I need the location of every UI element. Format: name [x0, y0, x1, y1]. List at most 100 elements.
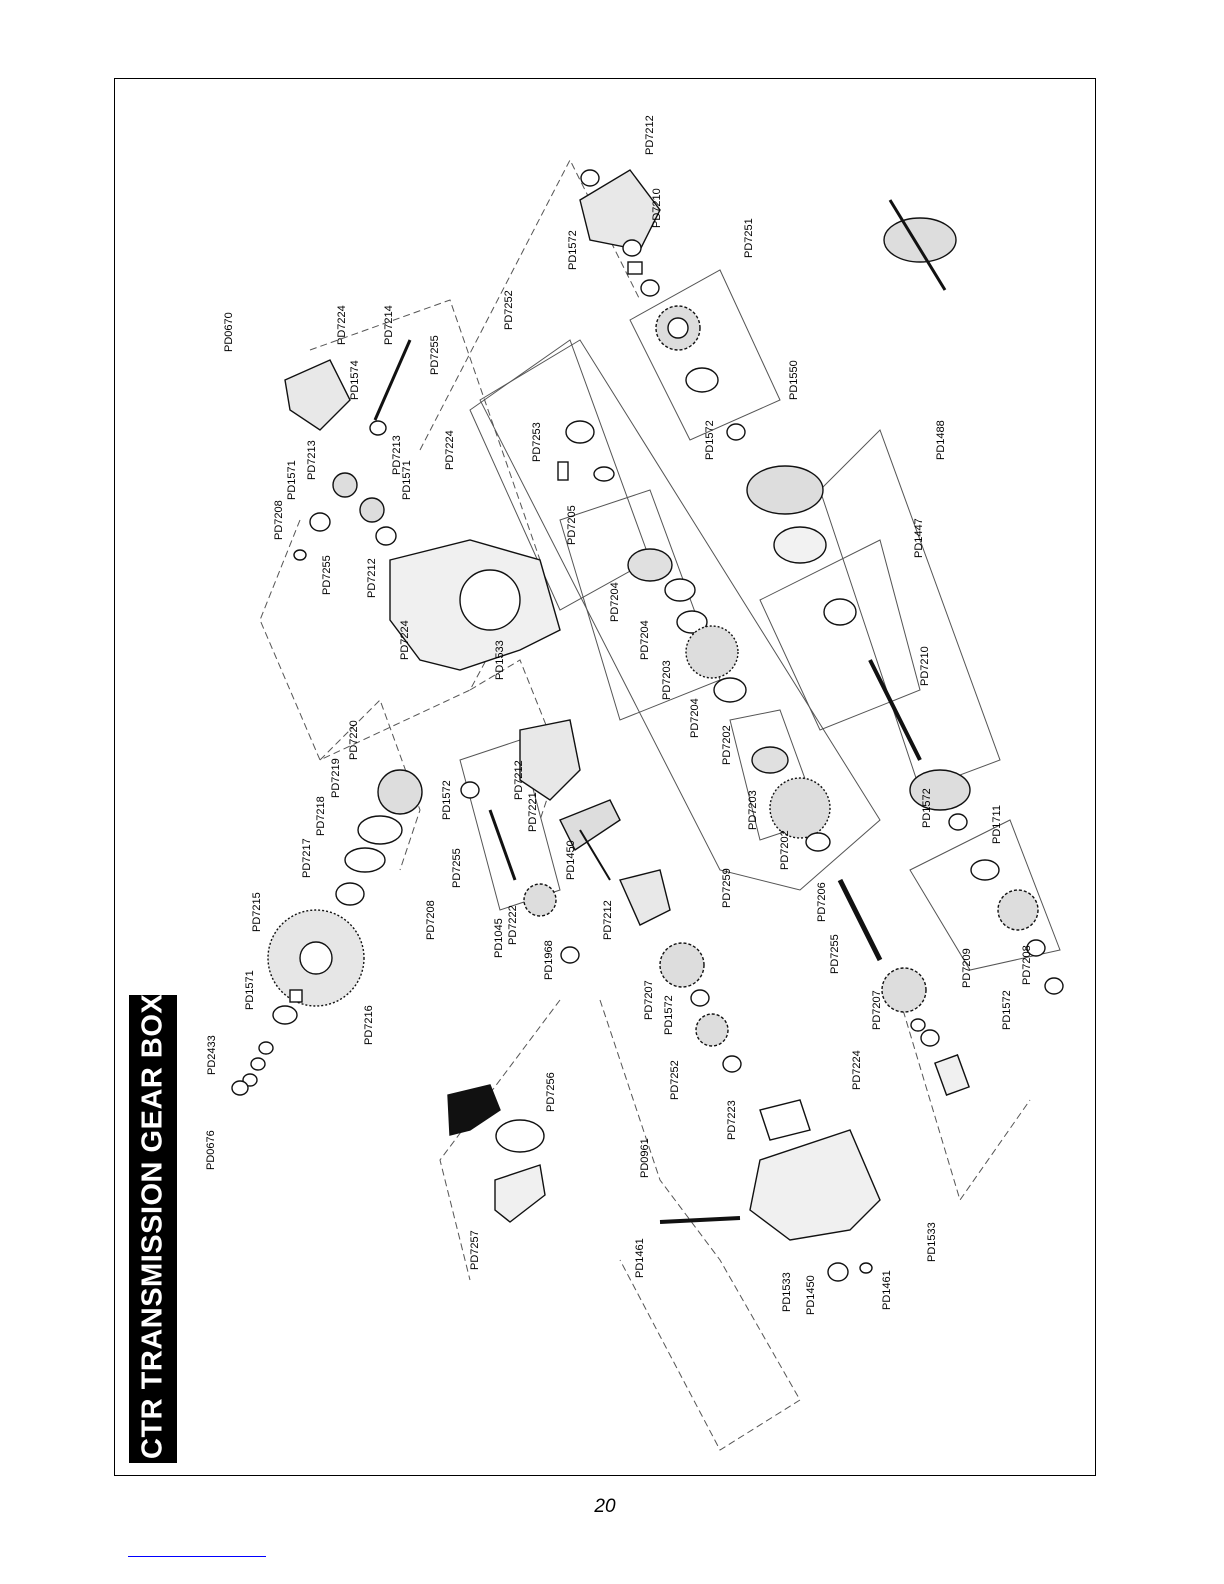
bearing	[580, 169, 600, 187]
bearing	[375, 526, 397, 546]
bearing	[690, 989, 710, 1007]
ring-pd7204	[713, 677, 747, 703]
bearing	[726, 423, 746, 441]
bearing	[1026, 939, 1046, 957]
bearing-pd1968	[560, 946, 580, 964]
part-label: PD7207	[643, 980, 655, 1020]
part-label: PD7219	[330, 758, 342, 798]
part-label: PD7224	[851, 1050, 863, 1090]
part-label: PD7210	[651, 188, 663, 228]
group-outline-pd7205	[559, 489, 721, 721]
part-label: PD1450	[805, 1275, 817, 1315]
part-label: PD1572	[1001, 990, 1013, 1030]
footnote-rule	[128, 1556, 266, 1557]
part-label: PD7209	[961, 948, 973, 988]
part-label: PD7256	[545, 1072, 557, 1112]
part-label: PD7204	[639, 620, 651, 660]
assembled-transmission	[883, 217, 957, 263]
bearing	[622, 239, 642, 257]
sleeve	[934, 1054, 970, 1096]
part-label: PD7207	[871, 990, 883, 1030]
part-label: PD7202	[721, 725, 733, 765]
part-label: PD7224	[399, 620, 411, 660]
housing-pd7212	[619, 869, 671, 926]
group-outline-pd7251	[629, 269, 781, 441]
part-label: PD7212	[366, 558, 378, 598]
part-label: PD7205	[566, 505, 578, 545]
shift-fork-pd7221	[559, 799, 621, 852]
title-banner: CTR TRANSMISSION GEAR BOX	[129, 994, 177, 1463]
part-label: PD7253	[531, 422, 543, 462]
pinion-shaft	[373, 339, 412, 421]
part-label: PD7204	[689, 698, 701, 738]
ring	[593, 466, 615, 482]
part-label: PD7255	[429, 335, 441, 375]
drum-pd7205	[627, 548, 673, 582]
washer	[250, 1057, 266, 1071]
washer	[910, 1018, 926, 1032]
part-label: PD7214	[383, 305, 395, 345]
bevel-gear	[359, 497, 385, 523]
shift-rod-pd1450	[579, 829, 611, 881]
part-label: PD7206	[816, 882, 828, 922]
part-label: PD1533	[781, 1272, 793, 1312]
assembled-shaft	[888, 199, 947, 291]
bearing	[460, 781, 480, 799]
disc-pd7220	[377, 769, 423, 815]
part-label: PD7212	[644, 115, 656, 155]
guide-line-left-case	[259, 299, 541, 761]
part-label: PD1488	[935, 420, 947, 460]
part-label: PD1711	[991, 805, 1003, 844]
part-label: PD7212	[513, 760, 525, 800]
part-label: PD7218	[315, 796, 327, 836]
part-label: PD1461	[634, 1238, 646, 1278]
part-label: PD7255	[451, 848, 463, 888]
part-label: PD7221	[527, 792, 539, 832]
part-label: PD1045	[493, 918, 505, 958]
bearing	[640, 279, 660, 297]
bearing	[948, 813, 968, 831]
part-label: PD7210	[919, 646, 931, 686]
part-label: PD7223	[726, 1100, 738, 1140]
part-label: PD7216	[363, 1005, 375, 1045]
part-label: PD1447	[913, 518, 925, 558]
part-label: PD1572	[921, 788, 933, 828]
drum-pd1447-cover	[773, 526, 827, 564]
hub-pd7217	[335, 882, 365, 906]
spur-gear-pd7203	[685, 625, 739, 679]
ring-pd7204	[664, 578, 696, 602]
part-label: PD7212	[602, 900, 614, 940]
guide-line-lower-left	[439, 999, 561, 1281]
plate-pd7219	[357, 815, 403, 845]
bearing-pd1571	[272, 1005, 298, 1025]
part-label: PD7255	[829, 934, 841, 974]
part-label: PD0961	[639, 1138, 651, 1178]
upper-left-cover	[284, 359, 351, 431]
part-label: PD7224	[336, 305, 348, 345]
gearbox-top-cover	[579, 169, 661, 251]
group-outline-pd1711	[909, 819, 1061, 971]
spacer-pd7216	[289, 989, 303, 1003]
part-label: PD7208	[425, 900, 437, 940]
shaft-pd7206	[837, 878, 883, 962]
part-label: PD7220	[348, 720, 360, 760]
ring-pd7202	[805, 832, 831, 852]
part-label: PD7217	[301, 838, 313, 878]
guide-line-right	[899, 999, 1031, 1202]
part-label: PD7252	[669, 1060, 681, 1100]
housing-pd7212	[519, 719, 581, 801]
gear-pd7209	[997, 889, 1039, 931]
part-label: PD1572	[663, 995, 675, 1035]
part-label: PD7208	[273, 500, 285, 540]
gear-pd7207	[881, 967, 927, 1013]
gear-pd7222	[523, 883, 557, 917]
bracket-pd7257	[494, 1164, 546, 1223]
part-label: PD7203	[747, 790, 759, 830]
bearing	[722, 1055, 742, 1073]
shaft-pd0961	[659, 1216, 741, 1224]
bearing	[369, 420, 387, 436]
plate-pd7256	[495, 1119, 545, 1153]
guide-line-mid	[469, 659, 561, 821]
